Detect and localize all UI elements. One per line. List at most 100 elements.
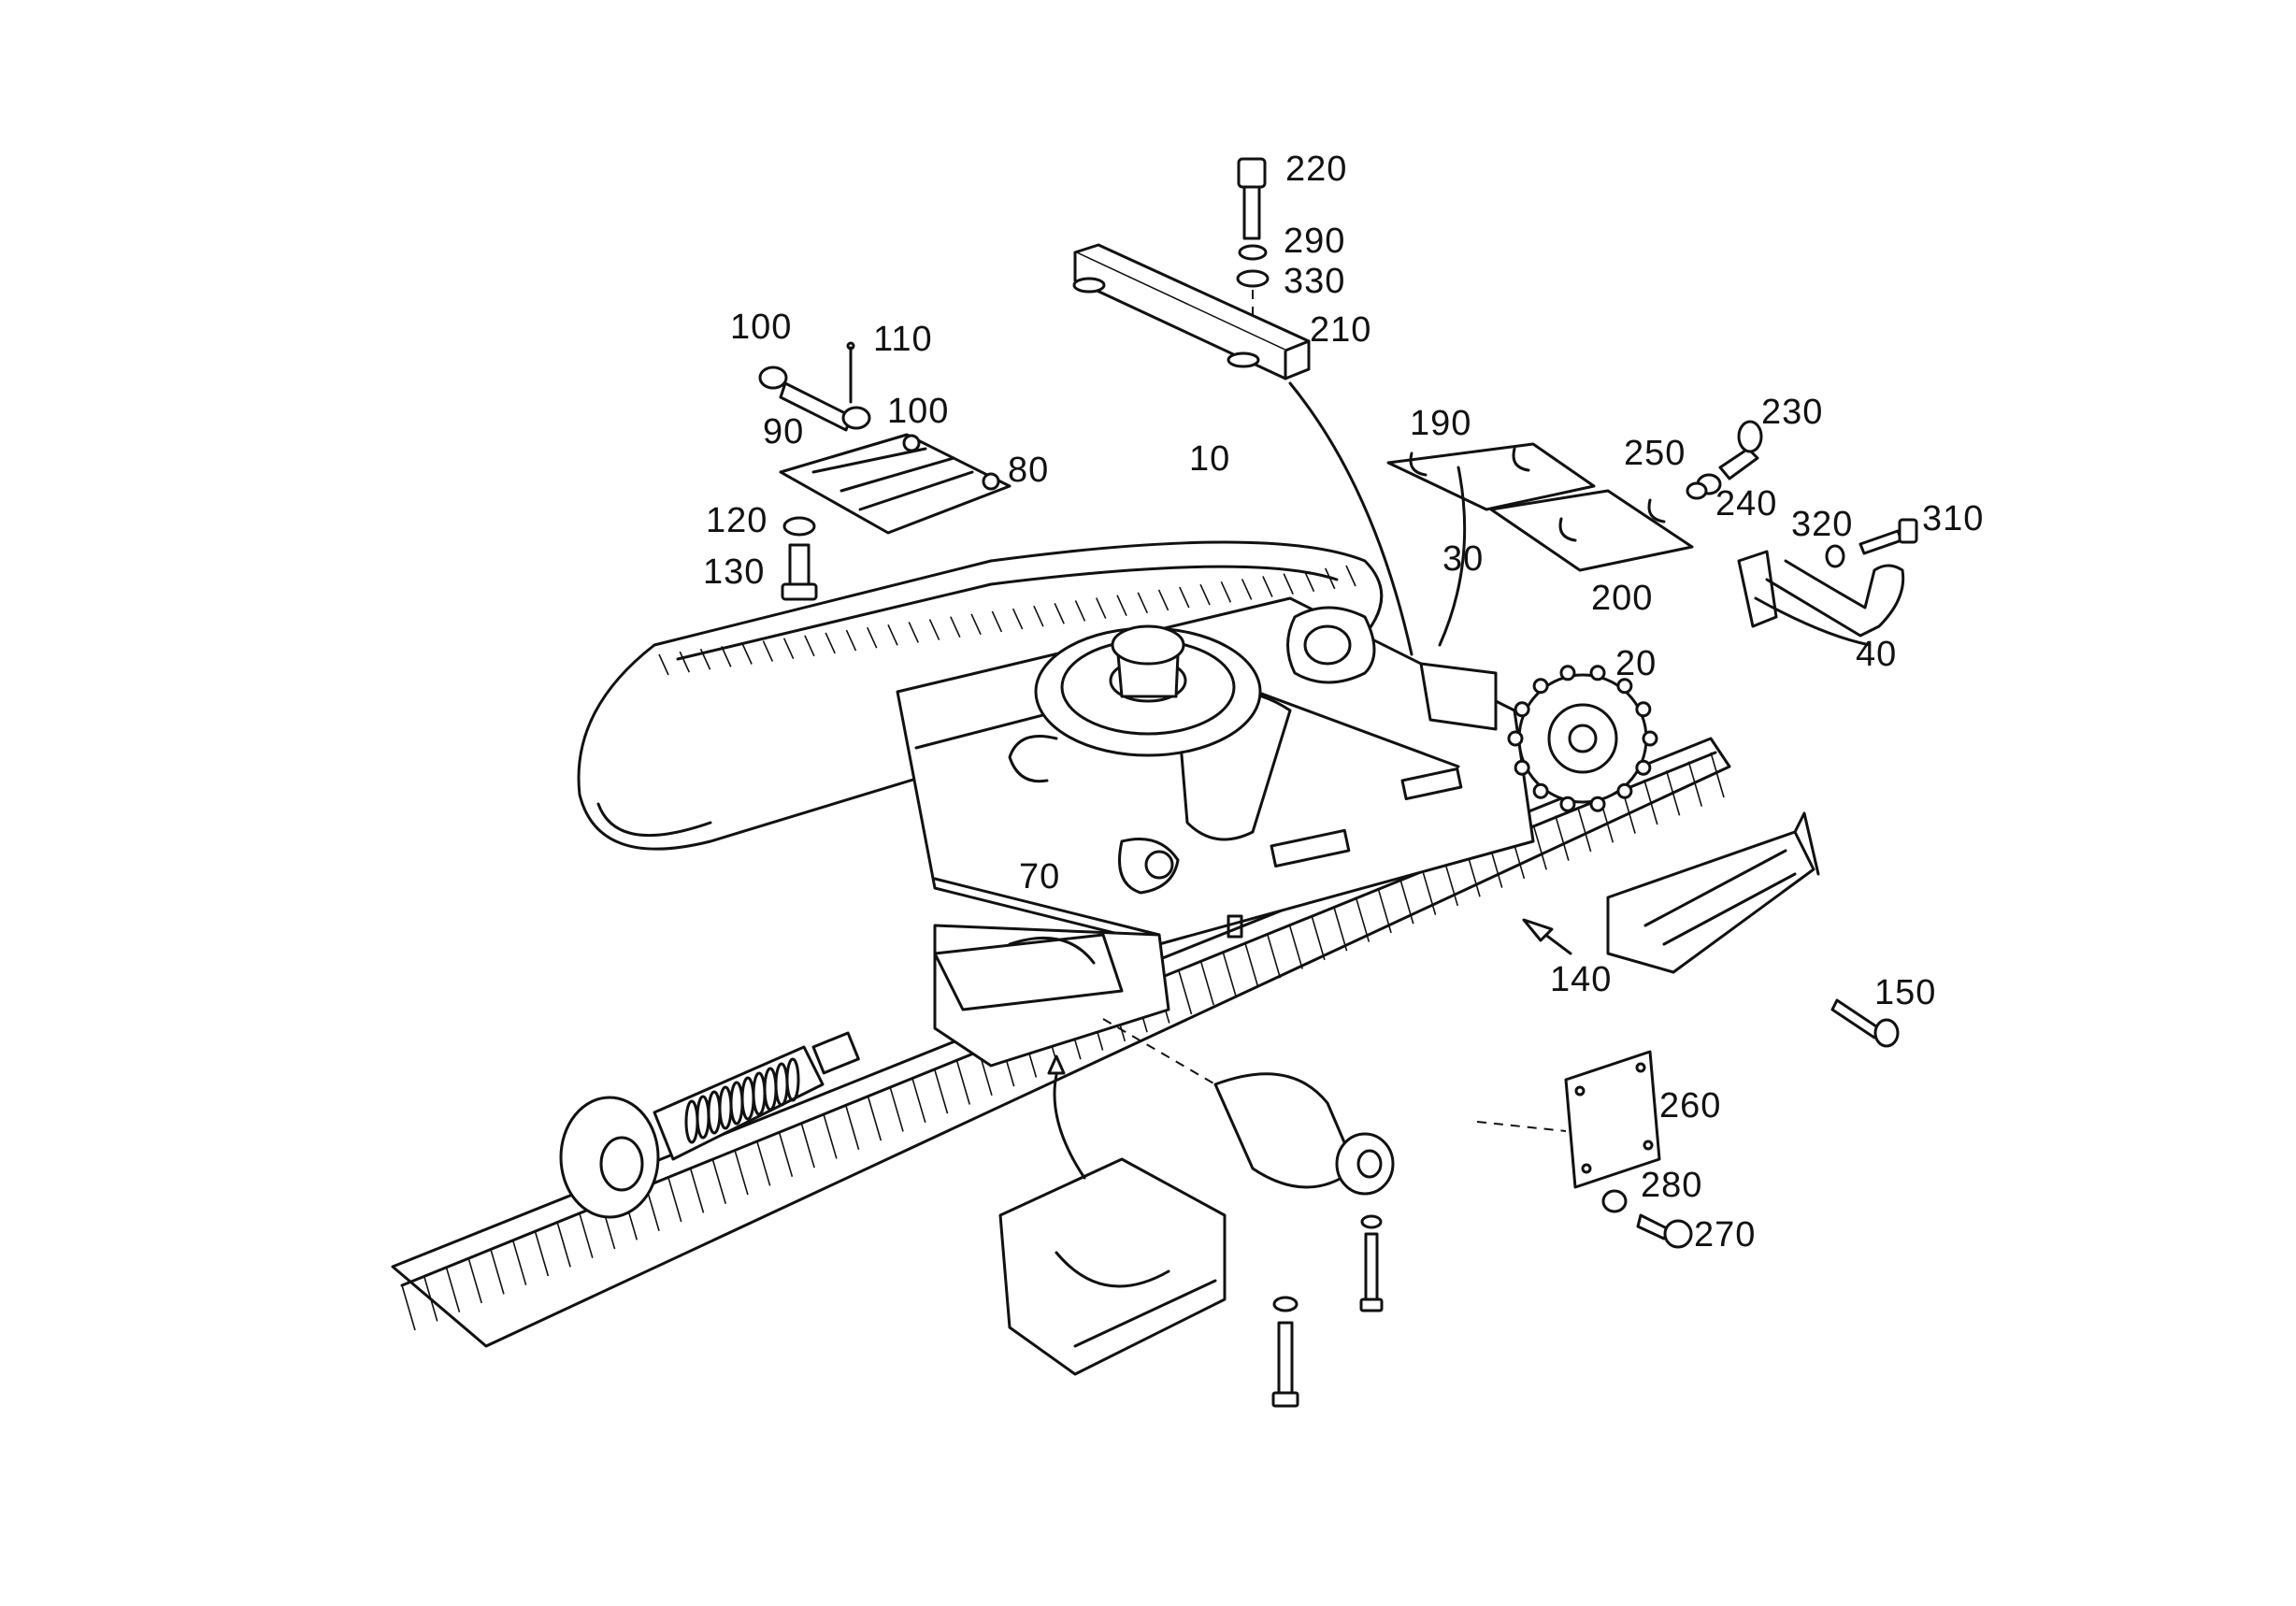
sprocket-tooth — [1559, 665, 1576, 681]
part-190-cover-plate — [1386, 442, 1596, 511]
track-shoe — [490, 1249, 505, 1295]
callout-200: 200 — [1591, 579, 1653, 618]
track-shoe — [1311, 914, 1326, 961]
callout-130: 130 — [703, 552, 765, 592]
callout-310: 310 — [1922, 499, 1984, 538]
callout-280: 280 — [1641, 1166, 1702, 1205]
track-shoe — [1177, 968, 1193, 1015]
part-40-bracket — [1737, 550, 1905, 647]
track-shoe — [887, 624, 898, 646]
track-shoe — [845, 629, 857, 652]
track-shoe — [928, 619, 940, 640]
callout-190: 190 — [1410, 404, 1471, 443]
track-shoe — [1095, 597, 1107, 619]
track-shoe — [933, 1068, 949, 1114]
callout-100-right: 100 — [887, 392, 949, 431]
track-shoe — [1220, 581, 1232, 603]
track-shoe — [1532, 825, 1547, 870]
track-shoe — [1303, 570, 1315, 593]
leader-30 — [1438, 466, 1467, 647]
track-shoe — [1288, 924, 1303, 969]
callout-100-top: 100 — [730, 308, 792, 347]
track-shoe — [1687, 761, 1703, 807]
track-shoe — [1665, 770, 1681, 816]
part-110-split-pin — [846, 341, 855, 404]
track-shoe — [699, 648, 711, 670]
track-shoe — [1116, 595, 1127, 616]
part-270-bolt — [1636, 1213, 1693, 1249]
track-shoe — [823, 1113, 838, 1159]
callout-labels: 220 290 330 210 100 110 100 90 80 10 120… — [703, 150, 1984, 1255]
track-shoe — [1266, 932, 1282, 979]
track-shoe — [1421, 869, 1437, 915]
track-shoe — [1555, 815, 1570, 861]
callout-150: 150 — [1874, 973, 1936, 1012]
callout-70: 70 — [1019, 857, 1060, 896]
track-roller — [1213, 1072, 1395, 1196]
arrowhead-140 — [1522, 918, 1554, 942]
callout-210: 210 — [1310, 310, 1371, 350]
track-shoe — [1137, 592, 1149, 614]
track-shoe — [911, 1077, 926, 1124]
part-330-washer — [1236, 269, 1270, 288]
sprocket — [1507, 665, 1658, 812]
track-shoe — [658, 653, 669, 676]
track-shoe — [1179, 586, 1190, 609]
track-shoe — [1643, 779, 1658, 825]
track-shoe — [1241, 579, 1253, 600]
track-shoe — [782, 638, 795, 660]
track-shoe — [1283, 573, 1294, 595]
track-shoe — [511, 1240, 527, 1285]
track-shoe — [1399, 879, 1414, 925]
callout-240: 240 — [1715, 484, 1777, 523]
callout-330: 330 — [1284, 262, 1345, 301]
track-shoe — [556, 1222, 571, 1268]
arrow-bracket — [1053, 1073, 1086, 1180]
callout-140: 140 — [1550, 960, 1612, 999]
track-shoe — [689, 1168, 705, 1213]
track-shoe — [778, 1131, 794, 1177]
part-310-bolt — [1858, 518, 1918, 555]
track-shoe — [1377, 887, 1392, 934]
sprocket-tooth — [1616, 782, 1633, 799]
sprocket-tooth — [1635, 759, 1652, 776]
track-shoe — [755, 1140, 771, 1186]
travel-motor — [1286, 606, 1498, 731]
track-shoe — [1262, 576, 1273, 597]
track-shoe — [1199, 583, 1211, 606]
part-90-pin — [779, 381, 853, 432]
track-shoe — [711, 1158, 726, 1204]
part-120-washer — [782, 516, 816, 537]
sprocket-tooth — [1514, 701, 1530, 718]
leader-210 — [1288, 381, 1413, 656]
callout-120: 120 — [706, 501, 768, 540]
track-shoe — [762, 640, 774, 662]
track-shoe — [1074, 600, 1086, 622]
arrowhead-bracket — [1047, 1054, 1066, 1075]
part-250-washer — [1686, 481, 1708, 500]
callout-30: 30 — [1442, 539, 1484, 579]
callout-110: 110 — [873, 320, 933, 359]
sprocket-tooth — [1635, 701, 1652, 718]
part-320-washer — [1825, 544, 1845, 568]
track-shoe — [1054, 602, 1065, 624]
sprocket-tooth — [1589, 665, 1606, 681]
callout-250: 250 — [1624, 434, 1686, 473]
track-shoe — [1443, 860, 1459, 907]
track-shoe — [800, 1122, 815, 1169]
part-130-bolt — [781, 543, 818, 601]
track-shoe — [679, 651, 691, 673]
track-shoe — [1243, 941, 1259, 988]
track-shoe — [1345, 565, 1356, 587]
callout-10: 10 — [1189, 439, 1230, 479]
spring-coil — [785, 1057, 800, 1102]
track-shoe — [950, 616, 961, 638]
slewing-ring — [1034, 624, 1262, 757]
callout-90: 90 — [763, 412, 804, 452]
callout-220: 220 — [1285, 150, 1347, 189]
callout-40: 40 — [1856, 635, 1897, 674]
sprocket-tooth — [1616, 678, 1633, 695]
part-260-plate — [1564, 1050, 1661, 1189]
